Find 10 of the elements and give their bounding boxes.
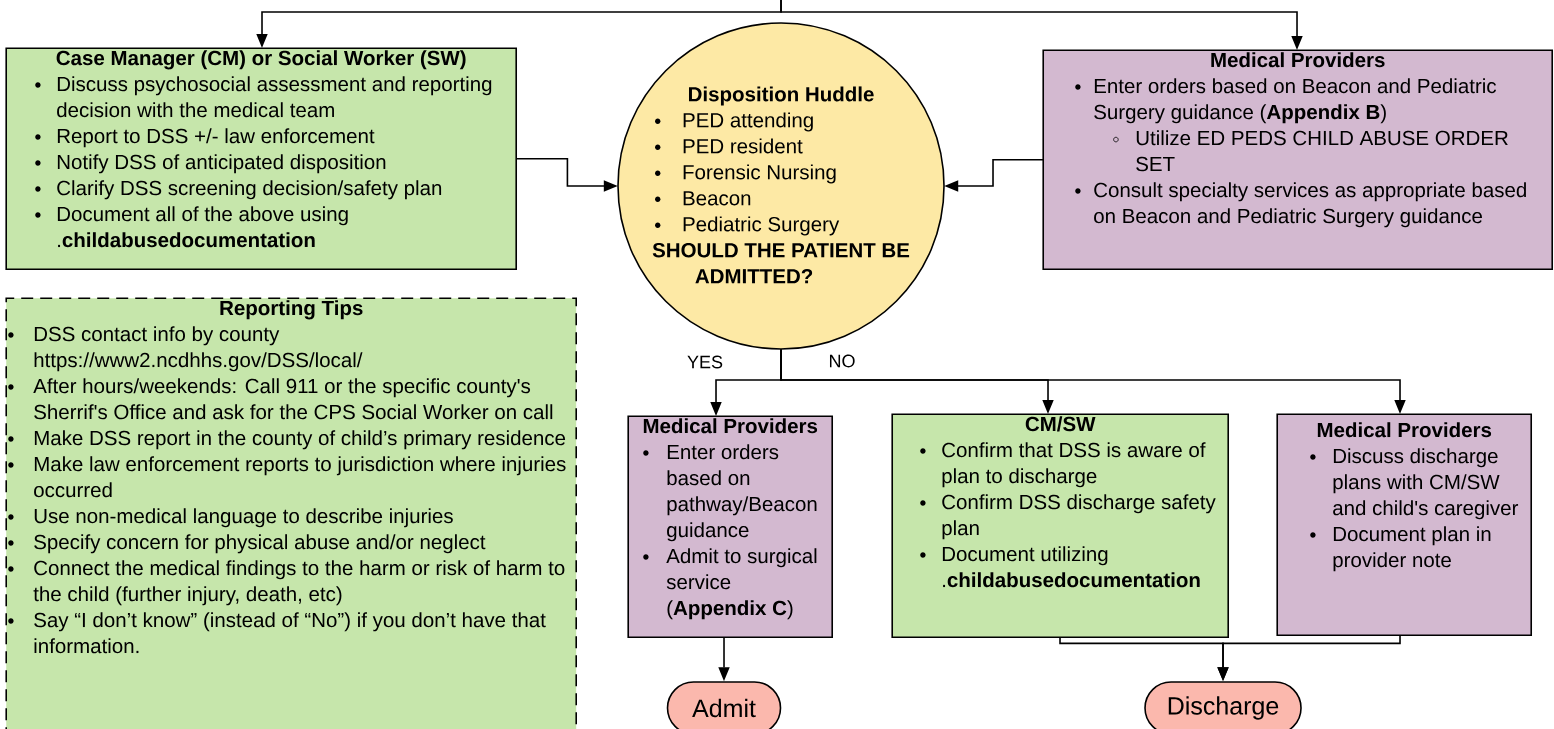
edge-label: NO <box>827 353 857 369</box>
process-box: Medical Providers Enter orders based on pathway/Beacon guidance Admit to surgical service (Appendix C) <box>627 415 833 638</box>
process-box: Case Manager (CM) or Social Worker (SW) Discuss psychosocial assessment and reporting decision with the medical team Report to DSS +/- law enforcement Notify DSS of anticipated disposition Clarify DSS screening decision/safety plan Document all of the above using .childabusedocumentation <box>5 47 517 270</box>
process-box: CM/SW Confirm that DSS is aware of plan to discharge Confirm DSS discharge safety plan Document utilizing .childabusedocumentation <box>891 413 1229 638</box>
process-box: Medical Providers Discuss discharge plans with CM/SW and child's caregiver Document plan in provider note <box>1276 413 1532 636</box>
process-box: Reporting Tips DSS contact info by county https://www2.ncdhhs.gov/DSS/local/ After hours/weekends: Call 911 or the specific county's Sherrif's Office and ask for the CPS Social Worker on call Make DSS report in the county of child’s primary residence Make law enforcement reports to jurisdiction where injuries occurred Use non-medical language to describe injuries Specify concern for physical abuse and/or neglect Connect the medical findings to the harm or risk of harm to the child (further injury, death, etc) Say “I don’t know” (instead of “No”) if you don’t have that information. <box>5 297 577 729</box>
edge-label: YES <box>686 354 724 370</box>
terminal-oval: Discharge <box>1144 681 1302 729</box>
terminal-oval: Admit <box>666 681 782 729</box>
process-box: Medical Providers Enter orders based on Beacon and Pediatric Surgery guidance (Appendix B) Utilize ED PEDS CHILD ABUSE ORDER SET Consult specialty services as appropriate based on Beacon and Pediatric Surgery guidance <box>1042 49 1553 270</box>
